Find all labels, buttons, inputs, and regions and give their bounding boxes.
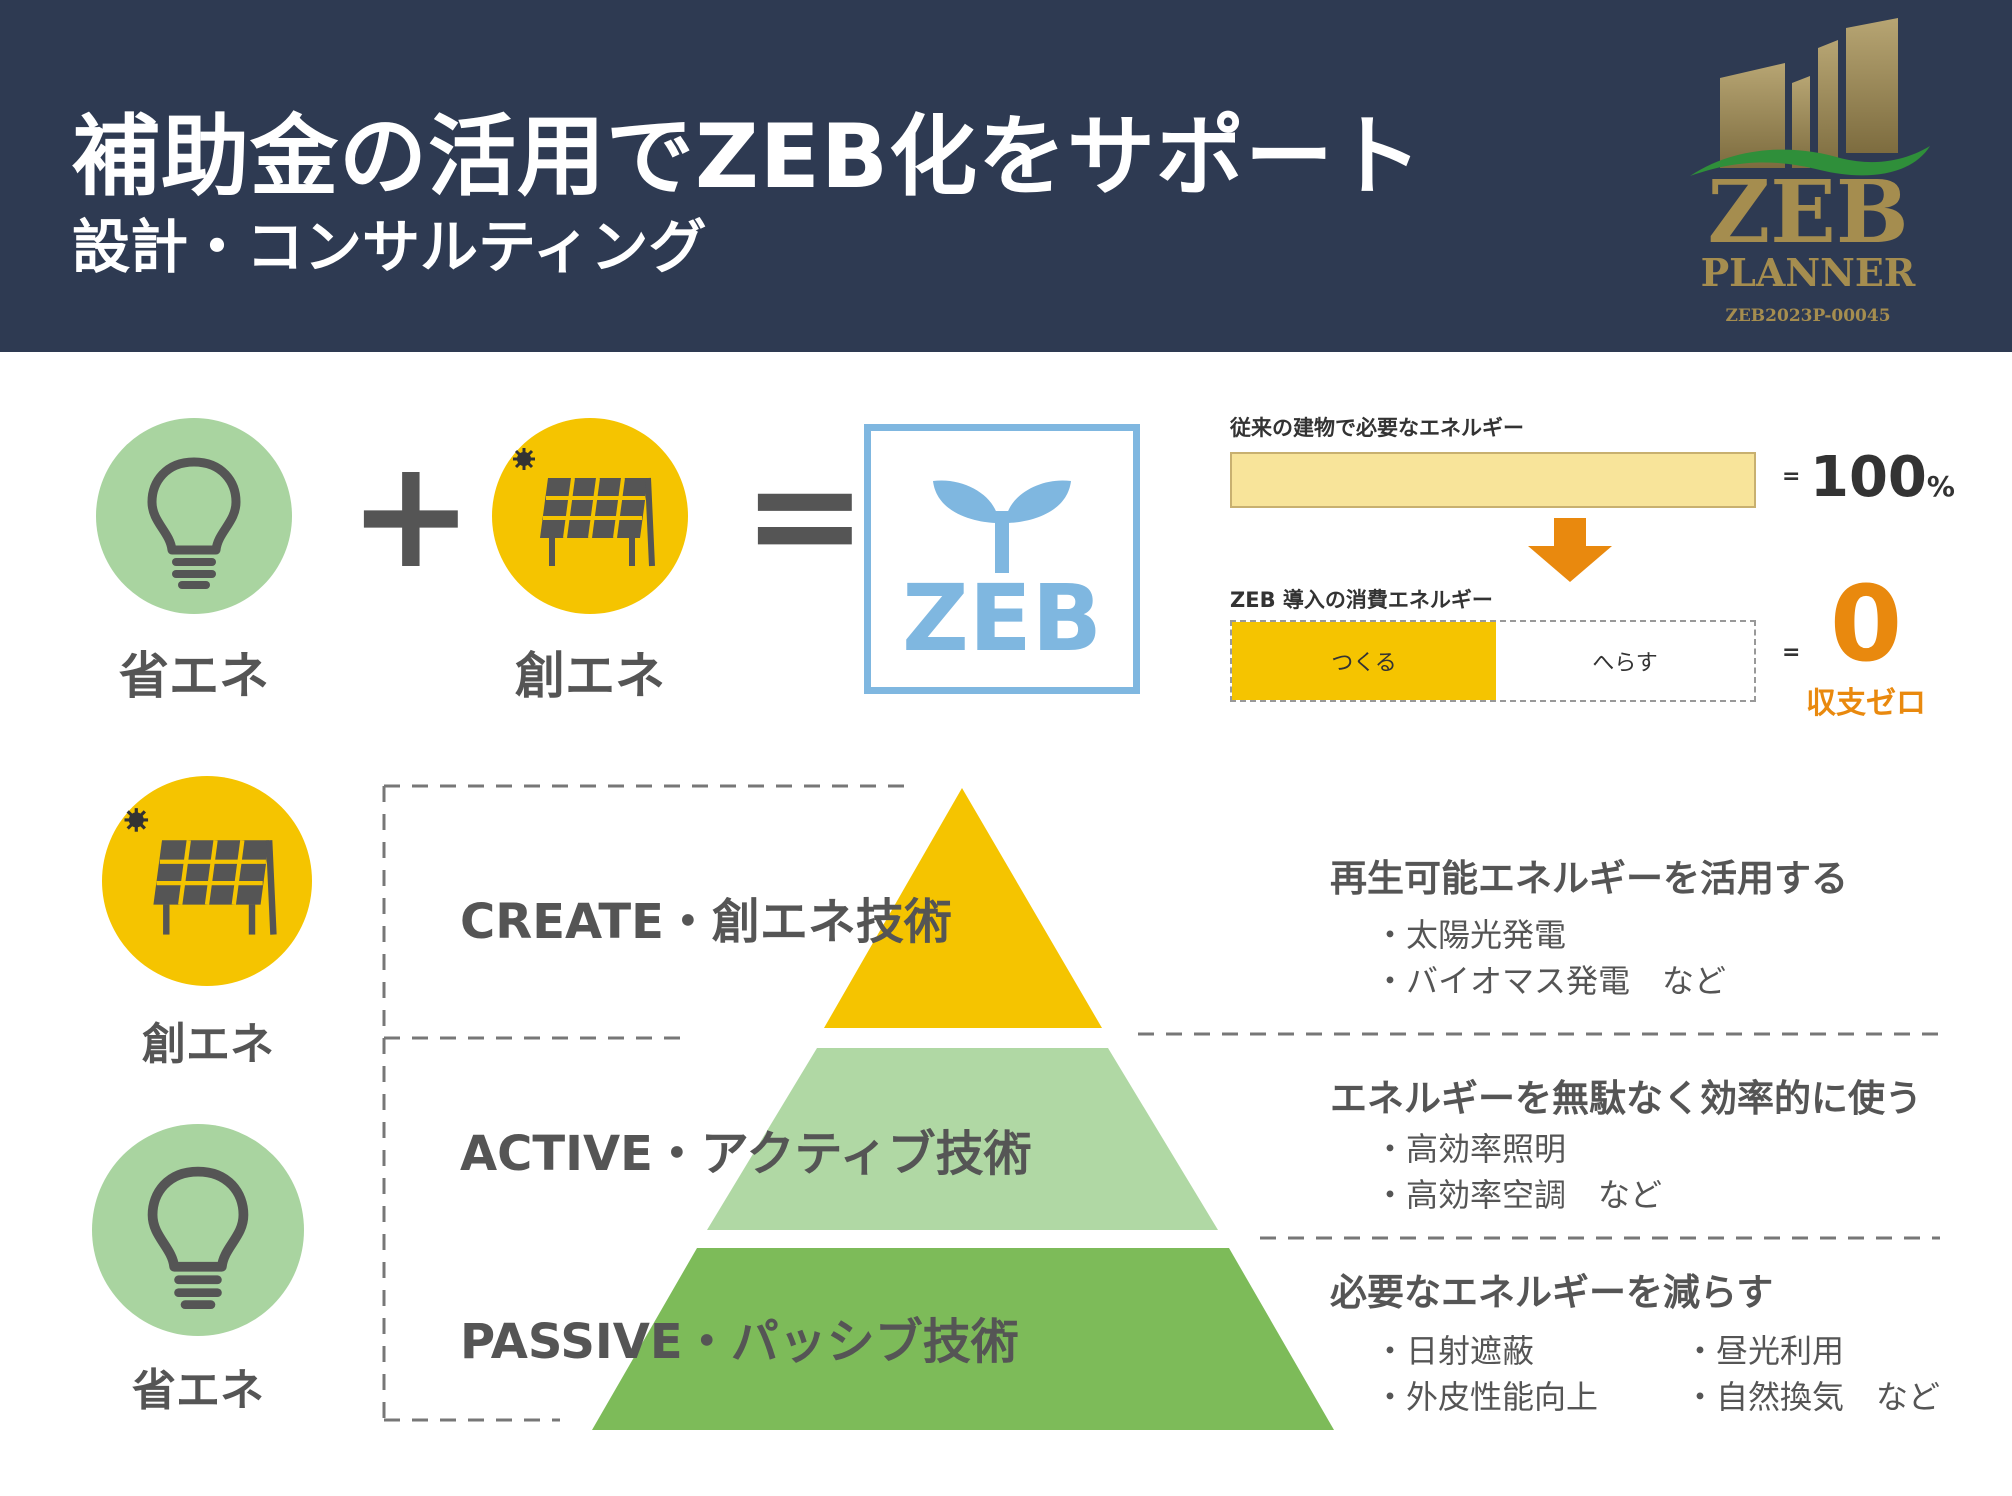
- page-subtitle: 設計・コンサルティング: [72, 213, 707, 281]
- create-item: ・バイオマス発電 など: [1374, 962, 1727, 1000]
- logo-sub: PLANNER: [1700, 250, 1916, 295]
- solar-panel-icon: [124, 808, 277, 935]
- pyramid-create-level: [824, 788, 1102, 1028]
- zeb-zero-caption: 収支ゼロ: [1806, 686, 1926, 721]
- conventional-number: 100: [1810, 445, 1927, 510]
- pyramid-passive-level: [592, 1248, 1334, 1430]
- conventional-label: 従来の建物で必要なエネルギー: [1230, 416, 1524, 440]
- energy-creation-label: 創エネ: [515, 647, 665, 705]
- active-heading: エネルギーを無駄なく効率的に使う: [1330, 1077, 1922, 1120]
- page-title: 補助金の活用でZEB化をサポート: [72, 105, 1423, 208]
- lightbulb-icon: [147, 1166, 249, 1309]
- creation-side-label: 創エネ: [142, 1019, 274, 1070]
- zeb-word: ZEB: [902, 565, 1102, 672]
- active-item: ・高効率照明: [1374, 1130, 1567, 1168]
- make-segment: つくる: [1232, 622, 1496, 700]
- conventional-value: 100%: [1810, 450, 1955, 506]
- passive-heading: 必要なエネルギーを減らす: [1330, 1271, 1774, 1314]
- logo-word: ZEB: [1707, 162, 1909, 263]
- passive-item: ・自然換気 など: [1684, 1378, 1941, 1416]
- energy-creation-circle: [492, 418, 688, 614]
- conventional-equals: =: [1782, 464, 1801, 489]
- plus-sign: +: [348, 428, 474, 602]
- conventional-bar: [1230, 452, 1756, 508]
- pyramid-active-level: [707, 1048, 1218, 1230]
- zeb-box: ZEB: [864, 424, 1140, 694]
- saving-side-label: 省エネ: [132, 1365, 264, 1416]
- active-item: ・高効率空調 など: [1374, 1176, 1663, 1214]
- equals-sign: =: [742, 428, 868, 602]
- energy-saving-label: 省エネ: [119, 647, 269, 705]
- zeb-equals: =: [1782, 640, 1801, 665]
- energy-saving-circle: [96, 418, 292, 614]
- logo-code: ZEB2023P-00045: [1725, 306, 1891, 326]
- header-banner: [0, 0, 2012, 352]
- buildings-icon: [1690, 18, 1930, 176]
- create-heading: 再生可能エネルギーを活用する: [1330, 857, 1848, 900]
- active-level-label: ACTIVE・アクティブ技術: [460, 1126, 1032, 1182]
- create-item: ・太陽光発電: [1374, 916, 1567, 954]
- zeb-zero-value: 0: [1829, 563, 1903, 685]
- passive-item: ・外皮性能向上: [1374, 1378, 1599, 1416]
- creation-side-circle: [102, 776, 312, 986]
- zeb-planner-logo: [1680, 18, 1936, 336]
- passive-level-label: PASSIVE・パッシブ技術: [460, 1314, 1019, 1370]
- create-level-label: CREATE・創エネ技術: [460, 894, 952, 950]
- saving-side-circle: [92, 1124, 304, 1336]
- reduce-segment: へらす: [1592, 651, 1658, 676]
- sprout-icon: [933, 480, 1071, 573]
- passive-item: ・昼光利用: [1684, 1332, 1845, 1370]
- conventional-unit: %: [1926, 470, 1955, 503]
- down-arrow-icon: [1528, 518, 1612, 584]
- zeb-consumption-bar: つくる へらす: [1230, 620, 1756, 702]
- solar-panel-icon: [513, 448, 655, 567]
- lightbulb-icon: [147, 457, 241, 589]
- passive-item: ・日射遮蔽: [1374, 1332, 1535, 1370]
- zeb-consumption-label: ZEB 導入の消費エネルギー: [1230, 588, 1493, 612]
